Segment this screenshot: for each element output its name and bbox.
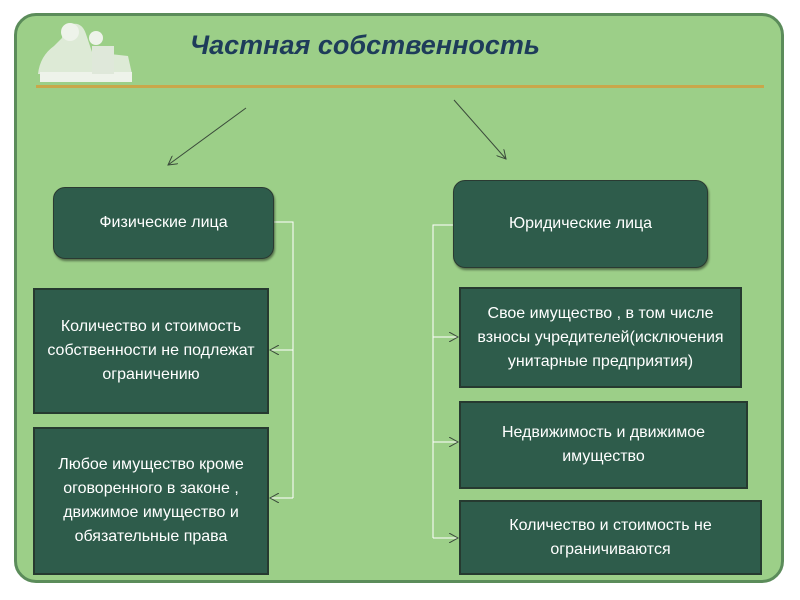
left-item-2-text: Любое имущество кроме оговоренного в зак… (58, 456, 244, 545)
left-header-box: Физические лица (53, 187, 274, 259)
left-header-label: Физические лица (99, 214, 228, 231)
right-header-box: Юридические лица (453, 180, 708, 268)
right-item-2: Недвижимость и движимое имущество (459, 401, 748, 489)
right-item-1: Свое имущество , в том числе взносы учре… (459, 287, 742, 388)
page-title: Частная собственность (190, 30, 540, 60)
right-item-1-text: Свое имущество , в том числе взносы учре… (477, 304, 724, 370)
right-header-label: Юридические лица (508, 215, 653, 232)
right-item-2-text: Недвижимость и движимое имущество (501, 424, 706, 465)
left-item-2: Любое имущество кроме оговоренного в зак… (33, 427, 269, 575)
left-item-1: Количество и стоимость собственности не … (33, 288, 269, 414)
title-divider (36, 85, 764, 88)
silhouette-figures-icon (38, 23, 132, 82)
left-item-1-text: Количество и стоимость собственности не … (47, 318, 255, 383)
right-item-3: Количество и стоимость не ограничиваются (459, 500, 762, 575)
right-item-3-text: Количество и стоимость не ограничиваются (509, 516, 712, 558)
